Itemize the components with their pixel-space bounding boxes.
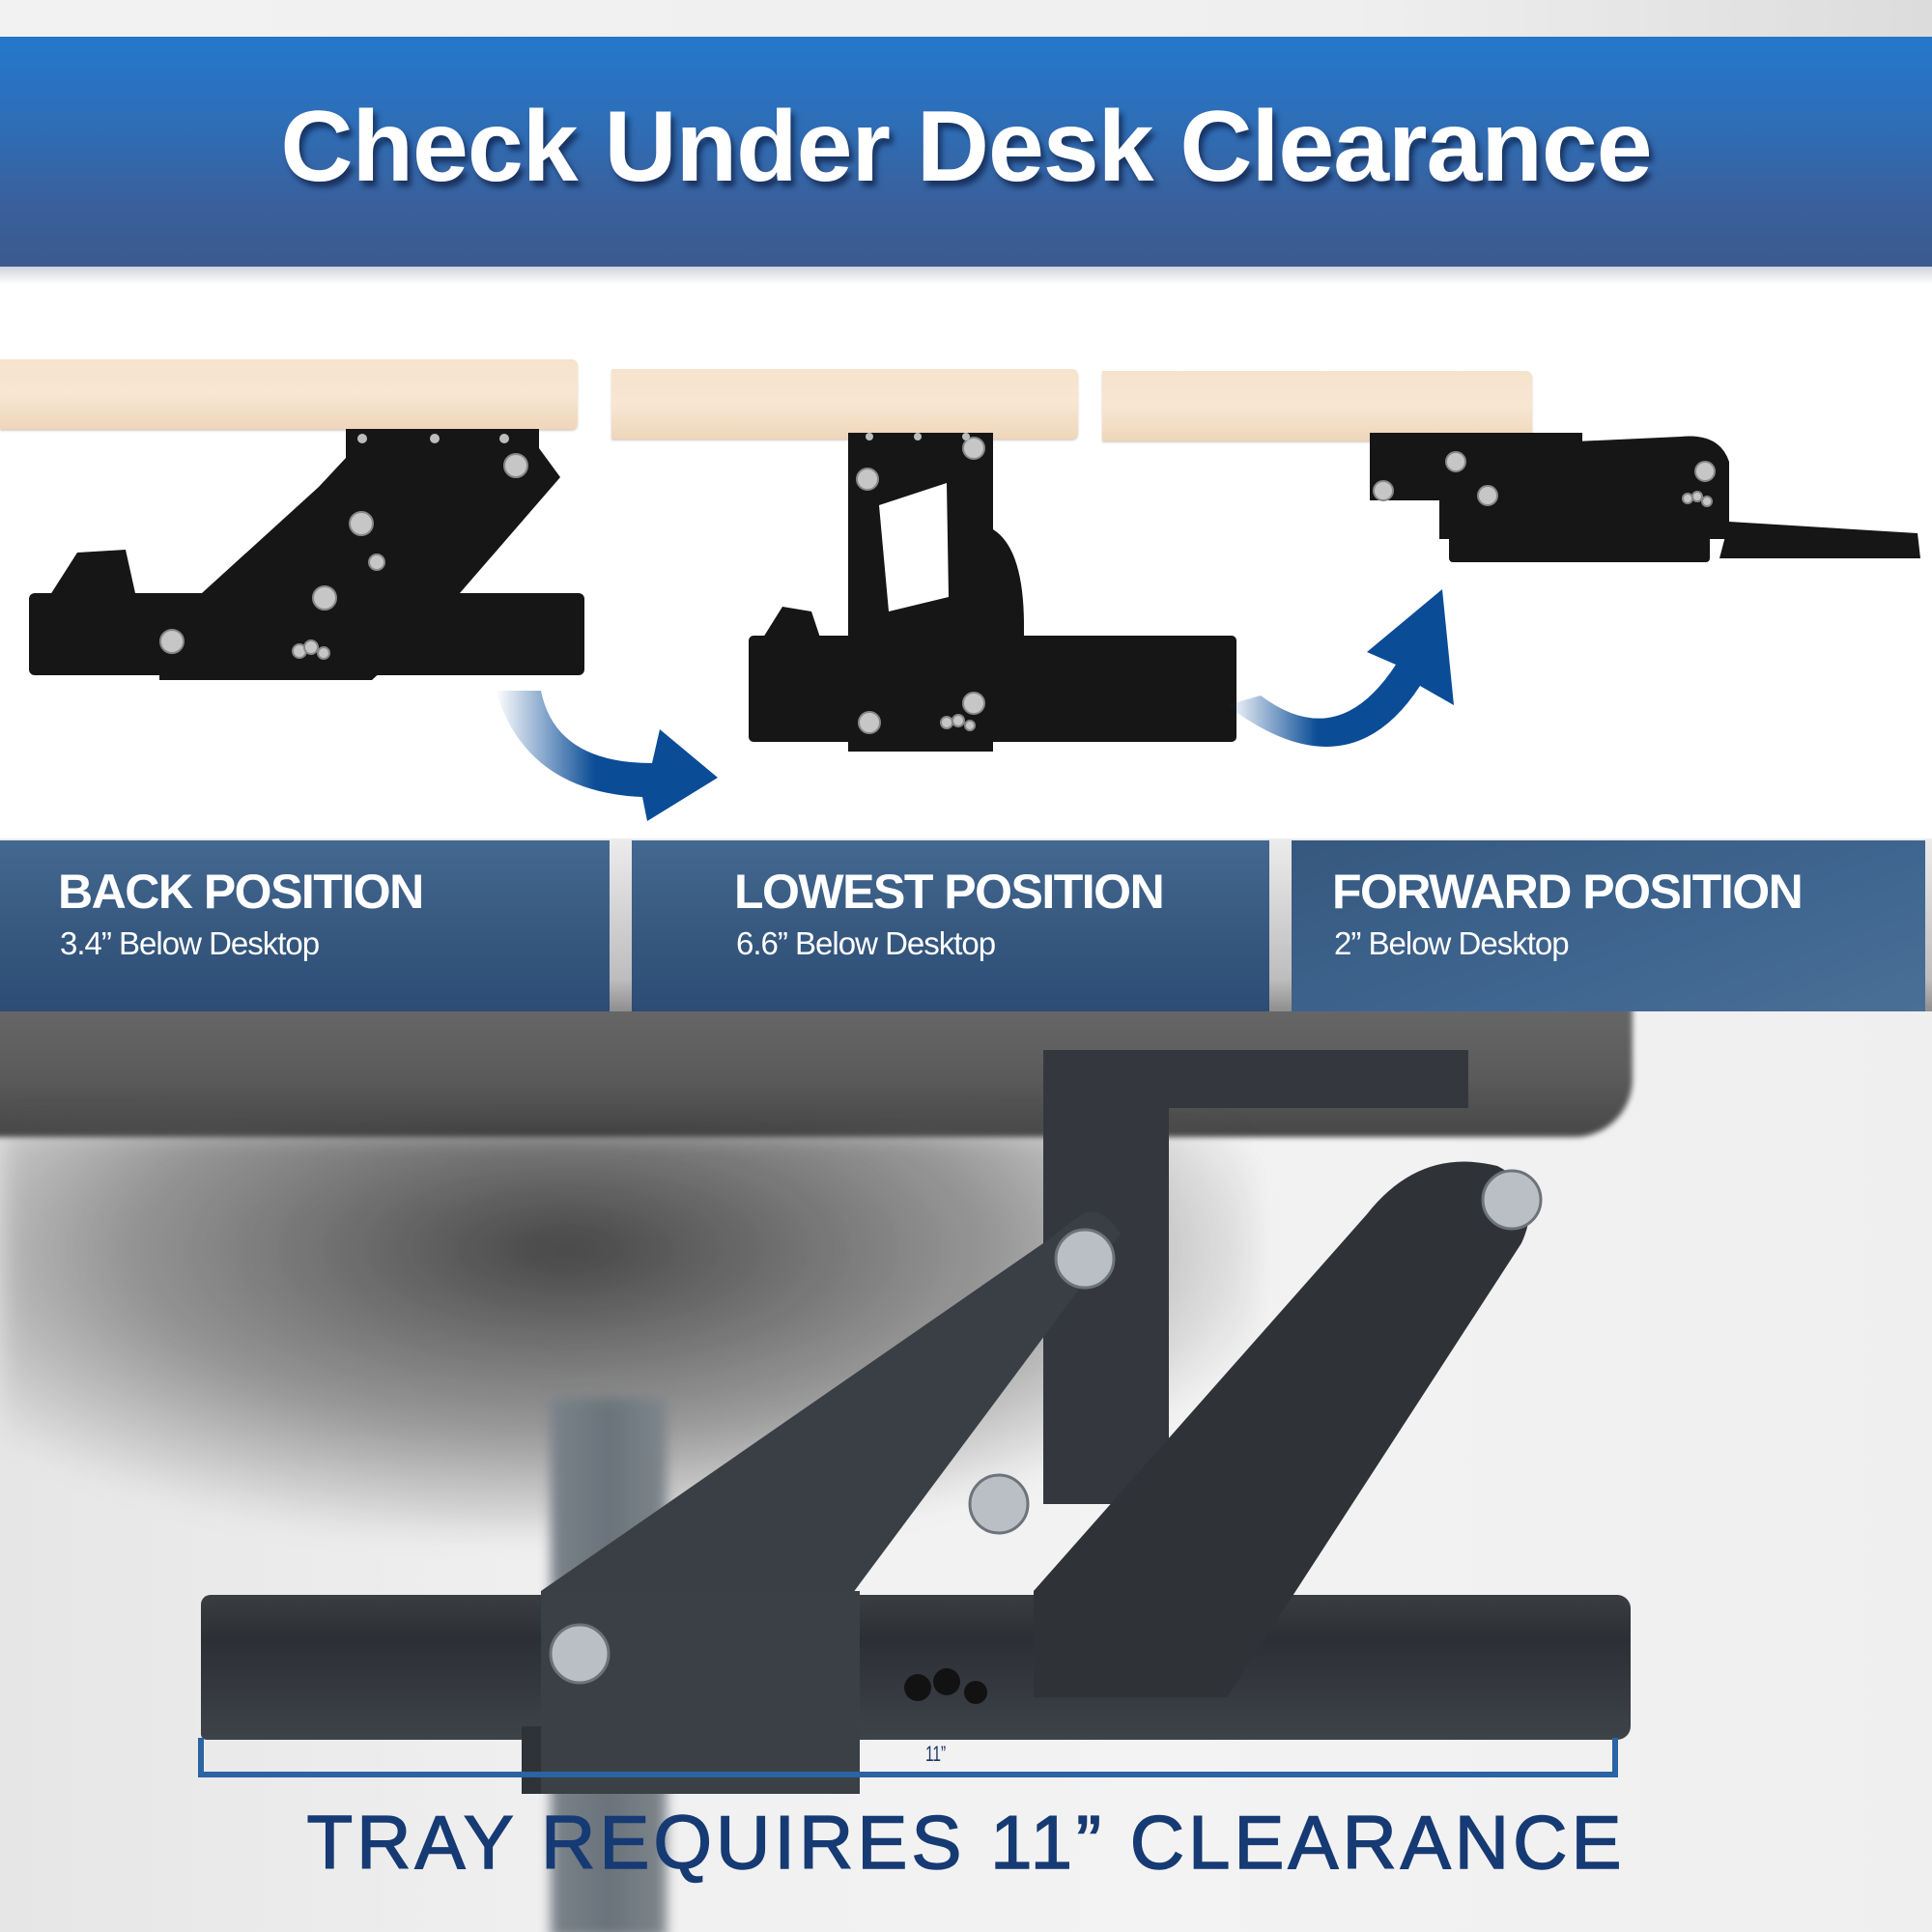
panel-subtitle: 2” Below Desktop: [1334, 925, 1570, 961]
panel-title: FORWARD POSITION: [1332, 865, 1804, 919]
photo-keyboard-tray: [201, 1595, 1631, 1740]
top-strip: [0, 0, 1932, 39]
photo-tray-mechanism: [522, 1050, 1543, 1794]
desktop-board: [611, 369, 1078, 439]
dimension-bracket: [198, 1738, 1618, 1777]
panel-subtitle: 3.4” Below Desktop: [60, 925, 320, 961]
illustration-zone: [0, 290, 1932, 840]
arrow-back-to-lowest-icon: [496, 691, 718, 821]
panel-back-position: BACK POSITION 3.4” Below Desktop: [0, 840, 610, 1011]
lowest-position-illustration: [749, 433, 1236, 752]
desktop-board: [0, 359, 578, 429]
panel-forward-position: FORWARD POSITION 2” Below Desktop: [1292, 840, 1925, 1011]
forward-position-illustration: [1370, 433, 1920, 562]
desktop-board: [1102, 371, 1532, 440]
clearance-requirement-text: TRAY REQUIRES 11” CLEARANCE: [306, 1799, 1626, 1886]
dimension-label: 11”: [925, 1742, 947, 1766]
header-banner: Check Under Desk Clearance: [0, 37, 1932, 284]
panel-lowest-position: LOWEST POSITION 6.6” Below Desktop: [632, 840, 1269, 1011]
arrow-lowest-to-forward-icon: [1227, 589, 1454, 747]
product-photo: [0, 1011, 1932, 1932]
panel-title: LOWEST POSITION: [734, 865, 1165, 919]
panel-title: BACK POSITION: [58, 865, 424, 919]
back-position-illustration: [29, 429, 584, 680]
page-title: Check Under Desk Clearance: [280, 90, 1652, 203]
panel-subtitle: 6.6” Below Desktop: [736, 925, 996, 961]
